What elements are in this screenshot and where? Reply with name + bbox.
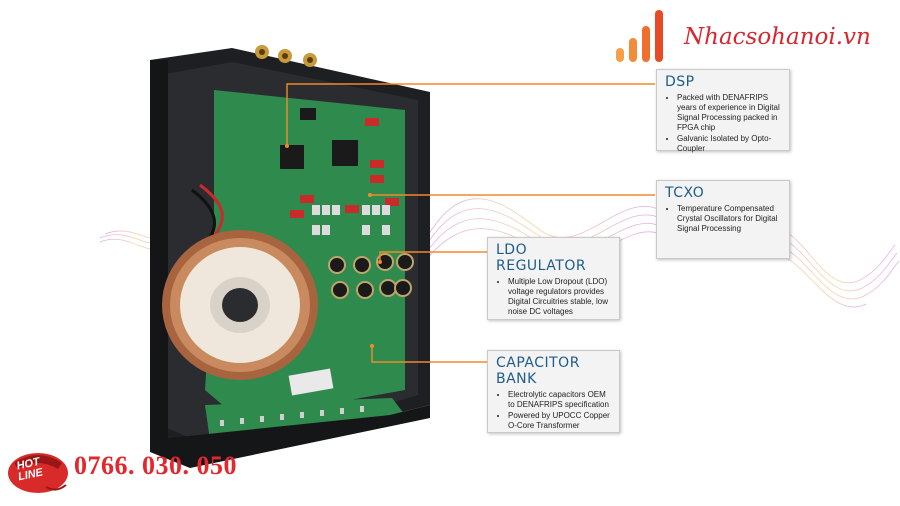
callout-capacitor-bank: CAPACITOR BANK Electrolytic capacitors O… (487, 350, 620, 433)
list-item: Galvanic Isolated by Opto-Coupler (677, 134, 781, 154)
list-item: Multiple Low Dropout (LDO) voltage regul… (508, 277, 611, 317)
callout-list: Electrolytic capacitors OEM to DENAFRIPS… (496, 390, 611, 431)
bars-signal-icon (616, 10, 663, 62)
callout-dsp: DSP Packed with DENAFRIPS years of exper… (656, 69, 790, 154)
list-item: Electrolytic capacitors OEM to DENAFRIPS… (508, 390, 611, 410)
callout-title: TCXO (665, 185, 705, 201)
callout-list: Multiple Low Dropout (LDO) voltage regul… (496, 277, 611, 317)
callout-title: LDO REGULATOR (496, 242, 587, 274)
brand-logo-text[interactable]: Nhacsohanoi.vn (684, 24, 871, 50)
callout-tcxo: TCXO Temperature Compensated Crystal Osc… (656, 180, 790, 259)
hotline-badge[interactable]: HOT LINE (6, 449, 70, 495)
callout-title: CAPACITOR BANK (496, 355, 580, 387)
toroidal-transformer (162, 230, 318, 380)
capacitor-bank (328, 253, 414, 299)
list-item: Packed with DENAFRIPS years of experienc… (677, 93, 781, 133)
list-item: Powered by UPOCC Copper O-Core Transform… (508, 411, 611, 431)
list-item: Temperature Compensated Crystal Oscillat… (677, 204, 781, 234)
telephone-icon (8, 453, 68, 493)
callout-title: DSP (665, 74, 695, 90)
rca-connectors (255, 45, 317, 67)
callout-ldo-regulator: LDO REGULATOR Multiple Low Dropout (LDO)… (487, 237, 620, 320)
fpga-chip (280, 145, 304, 169)
callout-list: Temperature Compensated Crystal Oscillat… (665, 204, 781, 234)
callout-list: Packed with DENAFRIPS years of experienc… (665, 93, 781, 154)
hotline-number[interactable]: 0766. 030. 050 (74, 451, 237, 480)
